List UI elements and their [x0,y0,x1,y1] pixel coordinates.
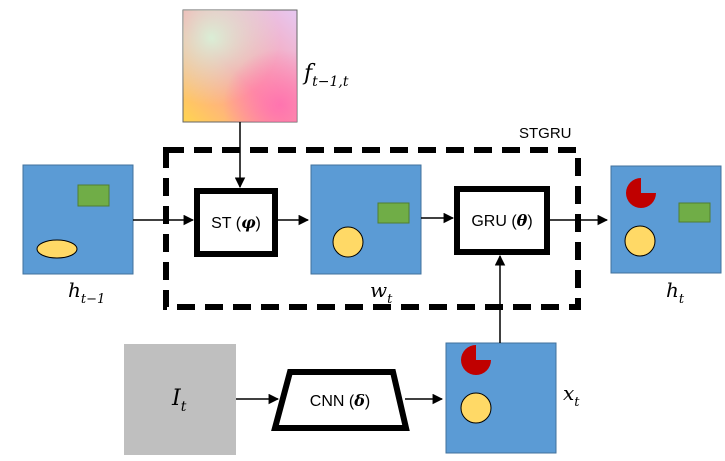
h-prev-panel [22,164,134,275]
green-rect-shape [77,184,110,207]
h-t-label: ht [666,278,685,307]
red-pacman-shape [461,345,491,375]
input-label: It [171,386,187,415]
st-block [194,188,278,257]
w-t-panel [310,164,422,275]
x-t-label: xt [563,381,580,410]
gru-block-label: GRU (θ) [471,211,532,230]
flow-image [182,9,298,123]
stgru-dashed-box [163,147,581,310]
stgru-label: STGRU [519,125,572,142]
st-block-label: ST (φ) [211,213,261,232]
gru-block [454,186,550,255]
yellow-ellipse-shape [36,239,78,259]
h-prev-label: ht−1 [68,278,105,307]
input-image-panel [124,344,236,455]
arrows [133,122,609,405]
flow-label: ft−1,t [302,61,349,90]
yellow-circle-shape [460,392,492,424]
cnn-block-label: CNN (δ) [310,391,370,410]
cnn-block [271,369,410,431]
green-rect-shape [678,202,711,223]
red-pacman-shape [626,178,656,208]
yellow-circle-shape [332,226,364,258]
yellow-circle-shape [624,225,656,257]
x-t-panel [445,342,557,454]
h-t-panel [610,165,722,274]
green-rect-shape [377,202,410,224]
w-t-label: wt [370,278,393,307]
